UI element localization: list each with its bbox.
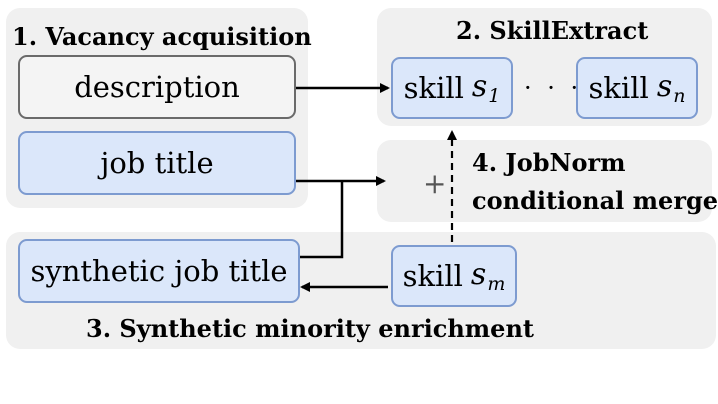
skill-sn-variable: sn: [656, 69, 686, 107]
skill-s1-variable: s1: [471, 69, 501, 107]
line-synthetic-title-to-merge: [296, 181, 344, 259]
jobnorm-subtitle: conditional merge: [472, 186, 718, 215]
skill-sm-word: skill: [402, 259, 463, 293]
job-title-label: job title: [100, 146, 214, 180]
synthetic-enrichment-title: 3. Synthetic minority enrichment: [86, 314, 534, 343]
synthetic-job-title-box: synthetic job title: [18, 239, 300, 303]
skill-sm-variable: sm: [470, 257, 506, 295]
plus-symbol: +: [423, 167, 447, 200]
vacancy-acquisition-title: 1. Vacancy acquisition: [12, 22, 312, 51]
description-box: description: [18, 55, 296, 119]
skillextract-title: 2. SkillExtract: [456, 16, 649, 45]
ellipsis: · · ·: [524, 74, 583, 102]
skill-s1-word: skill: [403, 71, 464, 105]
skill-sn-box: skill sn: [576, 57, 698, 119]
description-label: description: [74, 70, 240, 104]
skill-s1-box: skill s1: [391, 57, 513, 119]
jobnorm-panel: [377, 140, 712, 222]
skill-sm-box: skill sm: [391, 245, 517, 307]
jobnorm-title: 4. JobNorm: [472, 148, 626, 177]
synthetic-job-title-label: synthetic job title: [30, 254, 288, 288]
skill-sn-word: skill: [588, 71, 649, 105]
job-title-box: job title: [18, 131, 296, 195]
